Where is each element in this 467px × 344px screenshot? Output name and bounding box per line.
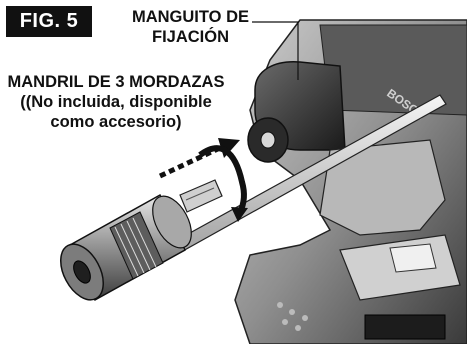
- callout-leader-lines: [252, 21, 299, 80]
- callout-chuck-line-2: ((No incluida, disponible: [20, 93, 212, 111]
- bit-shank: [179, 179, 223, 213]
- three-jaw-chuck: [60, 193, 192, 302]
- figure-label: FIG. 5: [6, 6, 92, 37]
- callout-sleeve-line-1: MANGUITO DE: [131, 8, 250, 26]
- callout-locking-sleeve: MANGUITO DE FIJACIÓN: [103, 7, 278, 47]
- motion-arrows: [158, 138, 248, 222]
- callout-chuck-line-1: MANDRIL DE 3 MORDAZAS: [7, 73, 225, 91]
- callout-chuck-line-3: como accesorio): [50, 113, 182, 131]
- drill-body: BOSCH: [234, 19, 467, 344]
- callout-sleeve-line-2: FIJACIÓN: [151, 28, 229, 46]
- callout-three-jaw-chuck: MANDRIL DE 3 MORDAZAS ((No incluida, dis…: [2, 72, 230, 132]
